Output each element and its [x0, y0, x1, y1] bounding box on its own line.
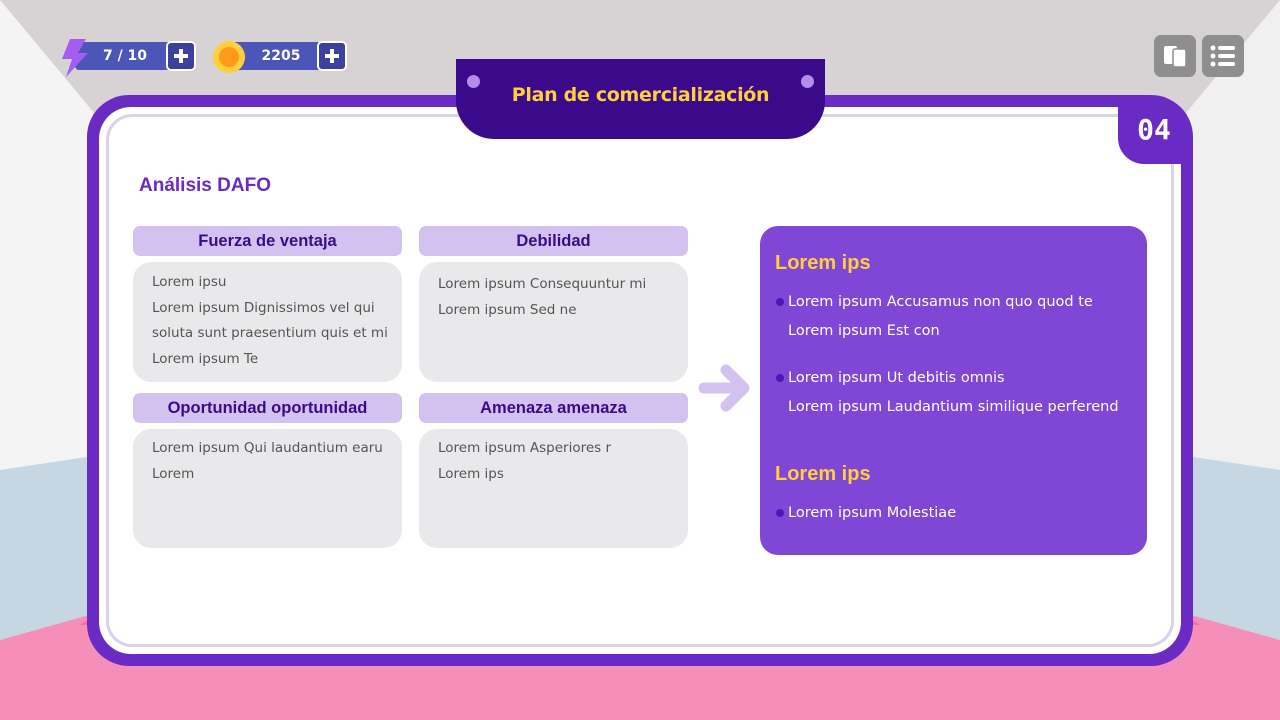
panel-heading-2: Lorem ips [775, 463, 871, 485]
list-item: soluta sunt praesentium quis et mi [152, 325, 388, 341]
panel-item-1-line-2: Lorem ipsum Est con [788, 323, 940, 339]
summary-panel [760, 226, 1147, 555]
lightning-icon [62, 39, 88, 77]
swot-box-weaknesses: Lorem ipsum Consequuntur mi Lorem ipsum … [419, 262, 688, 382]
bullet [776, 509, 784, 517]
swot-box-strengths: Lorem ipsu Lorem ipsum Dignissimos vel q… [133, 262, 402, 382]
list-item: Lorem ipsu [152, 274, 227, 290]
list-item: Lorem ips [438, 465, 504, 482]
cards-icon [1164, 46, 1187, 68]
swot-heading-opportunities: Oportunidad oportunidad [133, 393, 402, 423]
panel-item-3-line-1: Lorem ipsum Molestiae [788, 505, 957, 521]
cards-button[interactable] [1154, 35, 1196, 77]
bullet [776, 298, 784, 306]
swot-box-threats: Lorem ipsum Asperiores r Lorem ips [419, 429, 688, 548]
panel-heading-1: Lorem ips [775, 252, 871, 274]
list-item: Lorem ipsum Consequuntur mi [438, 276, 647, 292]
swot-heading-threats: Amenaza amenaza [419, 393, 688, 423]
slide-number-tab [1118, 107, 1181, 164]
menu-button[interactable] [1202, 35, 1244, 77]
slide-number: 04 [1137, 113, 1171, 146]
add-energy-button[interactable] [166, 41, 196, 71]
list-item: Lorem [152, 465, 195, 482]
panel-item-2-line-1: Lorem ipsum Ut debitis omnis [788, 370, 1005, 386]
section-title: Análisis DAFO [139, 175, 271, 196]
plus-icon [174, 49, 188, 63]
menu-list-icon [1210, 45, 1235, 67]
swot-heading-strengths: Fuerza de ventaja [133, 226, 402, 256]
coin-icon [213, 41, 245, 73]
add-coins-button[interactable] [317, 41, 347, 71]
title-dot-left [467, 75, 480, 88]
list-item: Lorem ipsum Dignissimos vel qui [152, 299, 375, 316]
energy-value: 7 / 10 [102, 48, 148, 64]
list-item: Lorem ipsum Qui laudantium earu [152, 440, 383, 456]
swot-heading-weaknesses: Debilidad [419, 226, 688, 256]
slide-title: Plan de comercialización [511, 84, 770, 106]
swot-box-opportunities: Lorem ipsum Qui laudantium earu Lorem [133, 429, 402, 548]
energy-counter: 7 / 10 [75, 42, 175, 70]
list-item: Lorem ipsum Te [152, 350, 259, 367]
list-item: Lorem ipsum Asperiores r [438, 440, 612, 456]
plus-icon [325, 49, 339, 63]
coin-value: 2205 [261, 48, 301, 64]
panel-item-2-line-2: Lorem ipsum Laudantium similique perfere… [788, 399, 1119, 415]
list-item: Lorem ipsum Sed ne [438, 301, 577, 318]
bullet [776, 374, 784, 382]
arrow-right-icon [698, 364, 750, 412]
panel-item-1-line-1: Lorem ipsum Accusamus non quo quod te [788, 294, 1093, 310]
title-dot-right [801, 75, 814, 88]
title-tab [456, 59, 825, 139]
